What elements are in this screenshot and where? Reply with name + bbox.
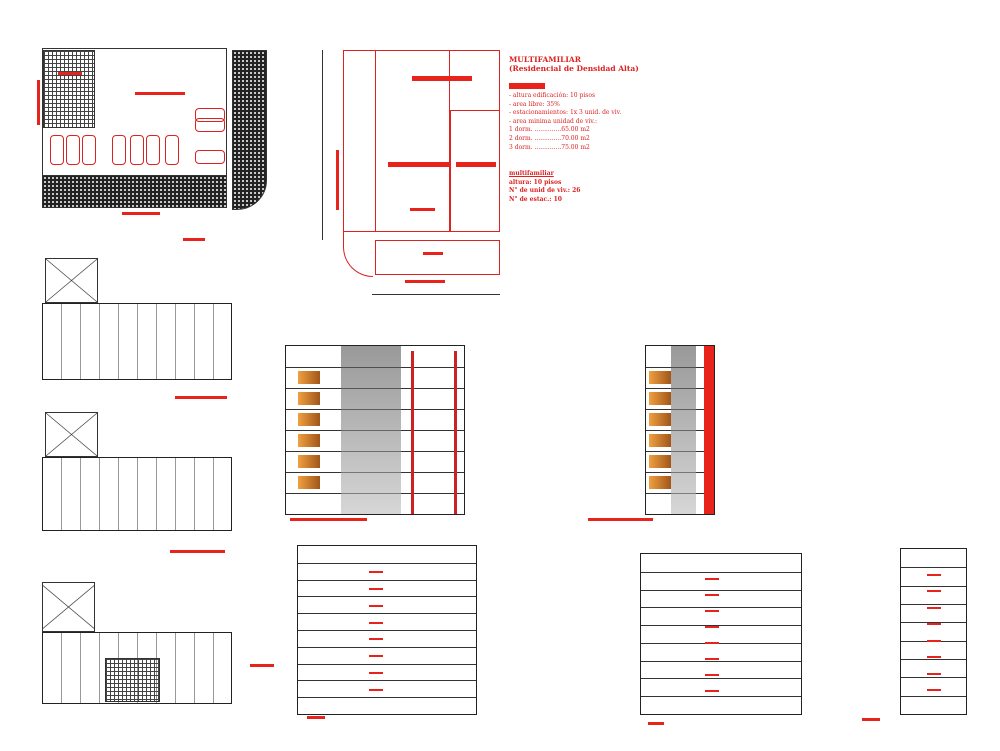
floor-line — [641, 607, 801, 609]
window-panel — [649, 413, 671, 426]
floor-line — [641, 589, 801, 591]
window-panel — [649, 371, 671, 384]
note-line: 2 dorm. ..............70.00 m2 — [509, 134, 590, 142]
note-line: - altura edificación: 10 pisos — [509, 92, 596, 99]
car-icon — [50, 135, 64, 165]
floor-line — [298, 646, 476, 648]
window-panel — [298, 413, 320, 426]
level-mark — [369, 655, 384, 658]
level-mark — [369, 571, 384, 574]
note-line: - area libre: 35% — [509, 100, 560, 108]
level-mark — [927, 590, 941, 593]
facade-red — [704, 346, 714, 514]
car-icon — [195, 150, 225, 164]
level-mark — [705, 594, 719, 596]
floor-line — [298, 680, 476, 682]
window-panel — [649, 476, 671, 489]
floor-line — [298, 596, 476, 598]
notes-subtitle: (Residencial de Densidad Alta) — [509, 64, 639, 73]
level-mark — [369, 672, 384, 674]
car-icon — [165, 135, 179, 165]
level-mark — [927, 689, 941, 692]
level-mark — [927, 656, 941, 659]
facade-panel — [671, 346, 696, 514]
floor-line — [901, 567, 966, 569]
level-mark — [369, 688, 384, 691]
floor-line — [901, 677, 966, 679]
level-mark — [927, 623, 941, 626]
level-mark — [705, 674, 719, 676]
car-icon — [66, 135, 80, 165]
floor-line — [901, 659, 966, 660]
floor-line — [298, 613, 476, 615]
car-icon — [112, 135, 126, 165]
level-mark — [927, 639, 941, 642]
level-mark — [927, 573, 941, 576]
window-panel — [298, 476, 320, 489]
floor-line — [901, 585, 966, 587]
level-mark — [705, 578, 719, 580]
facade-red — [411, 351, 457, 514]
level-mark — [369, 621, 384, 624]
note-line: 3 dorm. ..............75.00 m2 — [509, 143, 590, 151]
floor-line — [641, 625, 801, 627]
floor-line — [298, 579, 476, 581]
car-icon — [130, 135, 144, 165]
window-panel — [298, 434, 320, 447]
floor-line — [901, 622, 966, 624]
notes-bar — [509, 83, 545, 89]
floor-line — [641, 571, 801, 573]
level-mark — [705, 610, 719, 612]
design-notes: MULTIFAMILIAR (Residencial de Densidad A… — [509, 55, 639, 205]
level-mark — [705, 642, 719, 644]
note-line: 1 dorm. ..............65.00 m2 — [509, 126, 590, 134]
note-line: - area minima unidad de viv.: — [509, 117, 598, 125]
window-panel — [298, 455, 320, 468]
level-mark — [369, 604, 384, 607]
window-panel — [649, 455, 671, 468]
window-panel — [649, 434, 671, 447]
floor-line — [641, 660, 801, 662]
level-mark — [705, 626, 719, 628]
level-mark — [705, 658, 719, 660]
window-panel — [298, 392, 320, 405]
car-icon — [195, 118, 225, 132]
floor-line — [641, 696, 801, 698]
car-icon — [146, 135, 160, 165]
floor-line — [901, 604, 966, 605]
floor-line — [298, 697, 476, 699]
note-line: - estacionamientos: 1x 3 unid. de viv. — [509, 109, 622, 117]
level-mark — [927, 606, 941, 609]
summary-line: altura: 10 pisos — [509, 178, 562, 186]
car-icon — [195, 108, 225, 122]
level-mark — [369, 638, 384, 641]
floor-line — [298, 630, 476, 631]
floor-line — [298, 663, 476, 665]
summary-title: multifamiliar — [509, 170, 554, 178]
floor-line — [641, 678, 801, 680]
floor-line — [901, 695, 966, 697]
notes-title: MULTIFAMILIAR — [509, 55, 581, 64]
car-icon — [82, 135, 96, 165]
floor-line — [641, 642, 801, 644]
level-mark — [705, 690, 719, 692]
summary-line: N° de unid de viv.: 26 — [509, 187, 581, 195]
window-panel — [649, 392, 671, 405]
summary-line: N° de estac.: 10 — [509, 195, 562, 203]
window-panel — [298, 371, 320, 384]
facade-panel — [341, 346, 401, 514]
level-mark — [369, 588, 384, 590]
floor-line — [298, 562, 476, 564]
level-mark — [927, 672, 941, 675]
